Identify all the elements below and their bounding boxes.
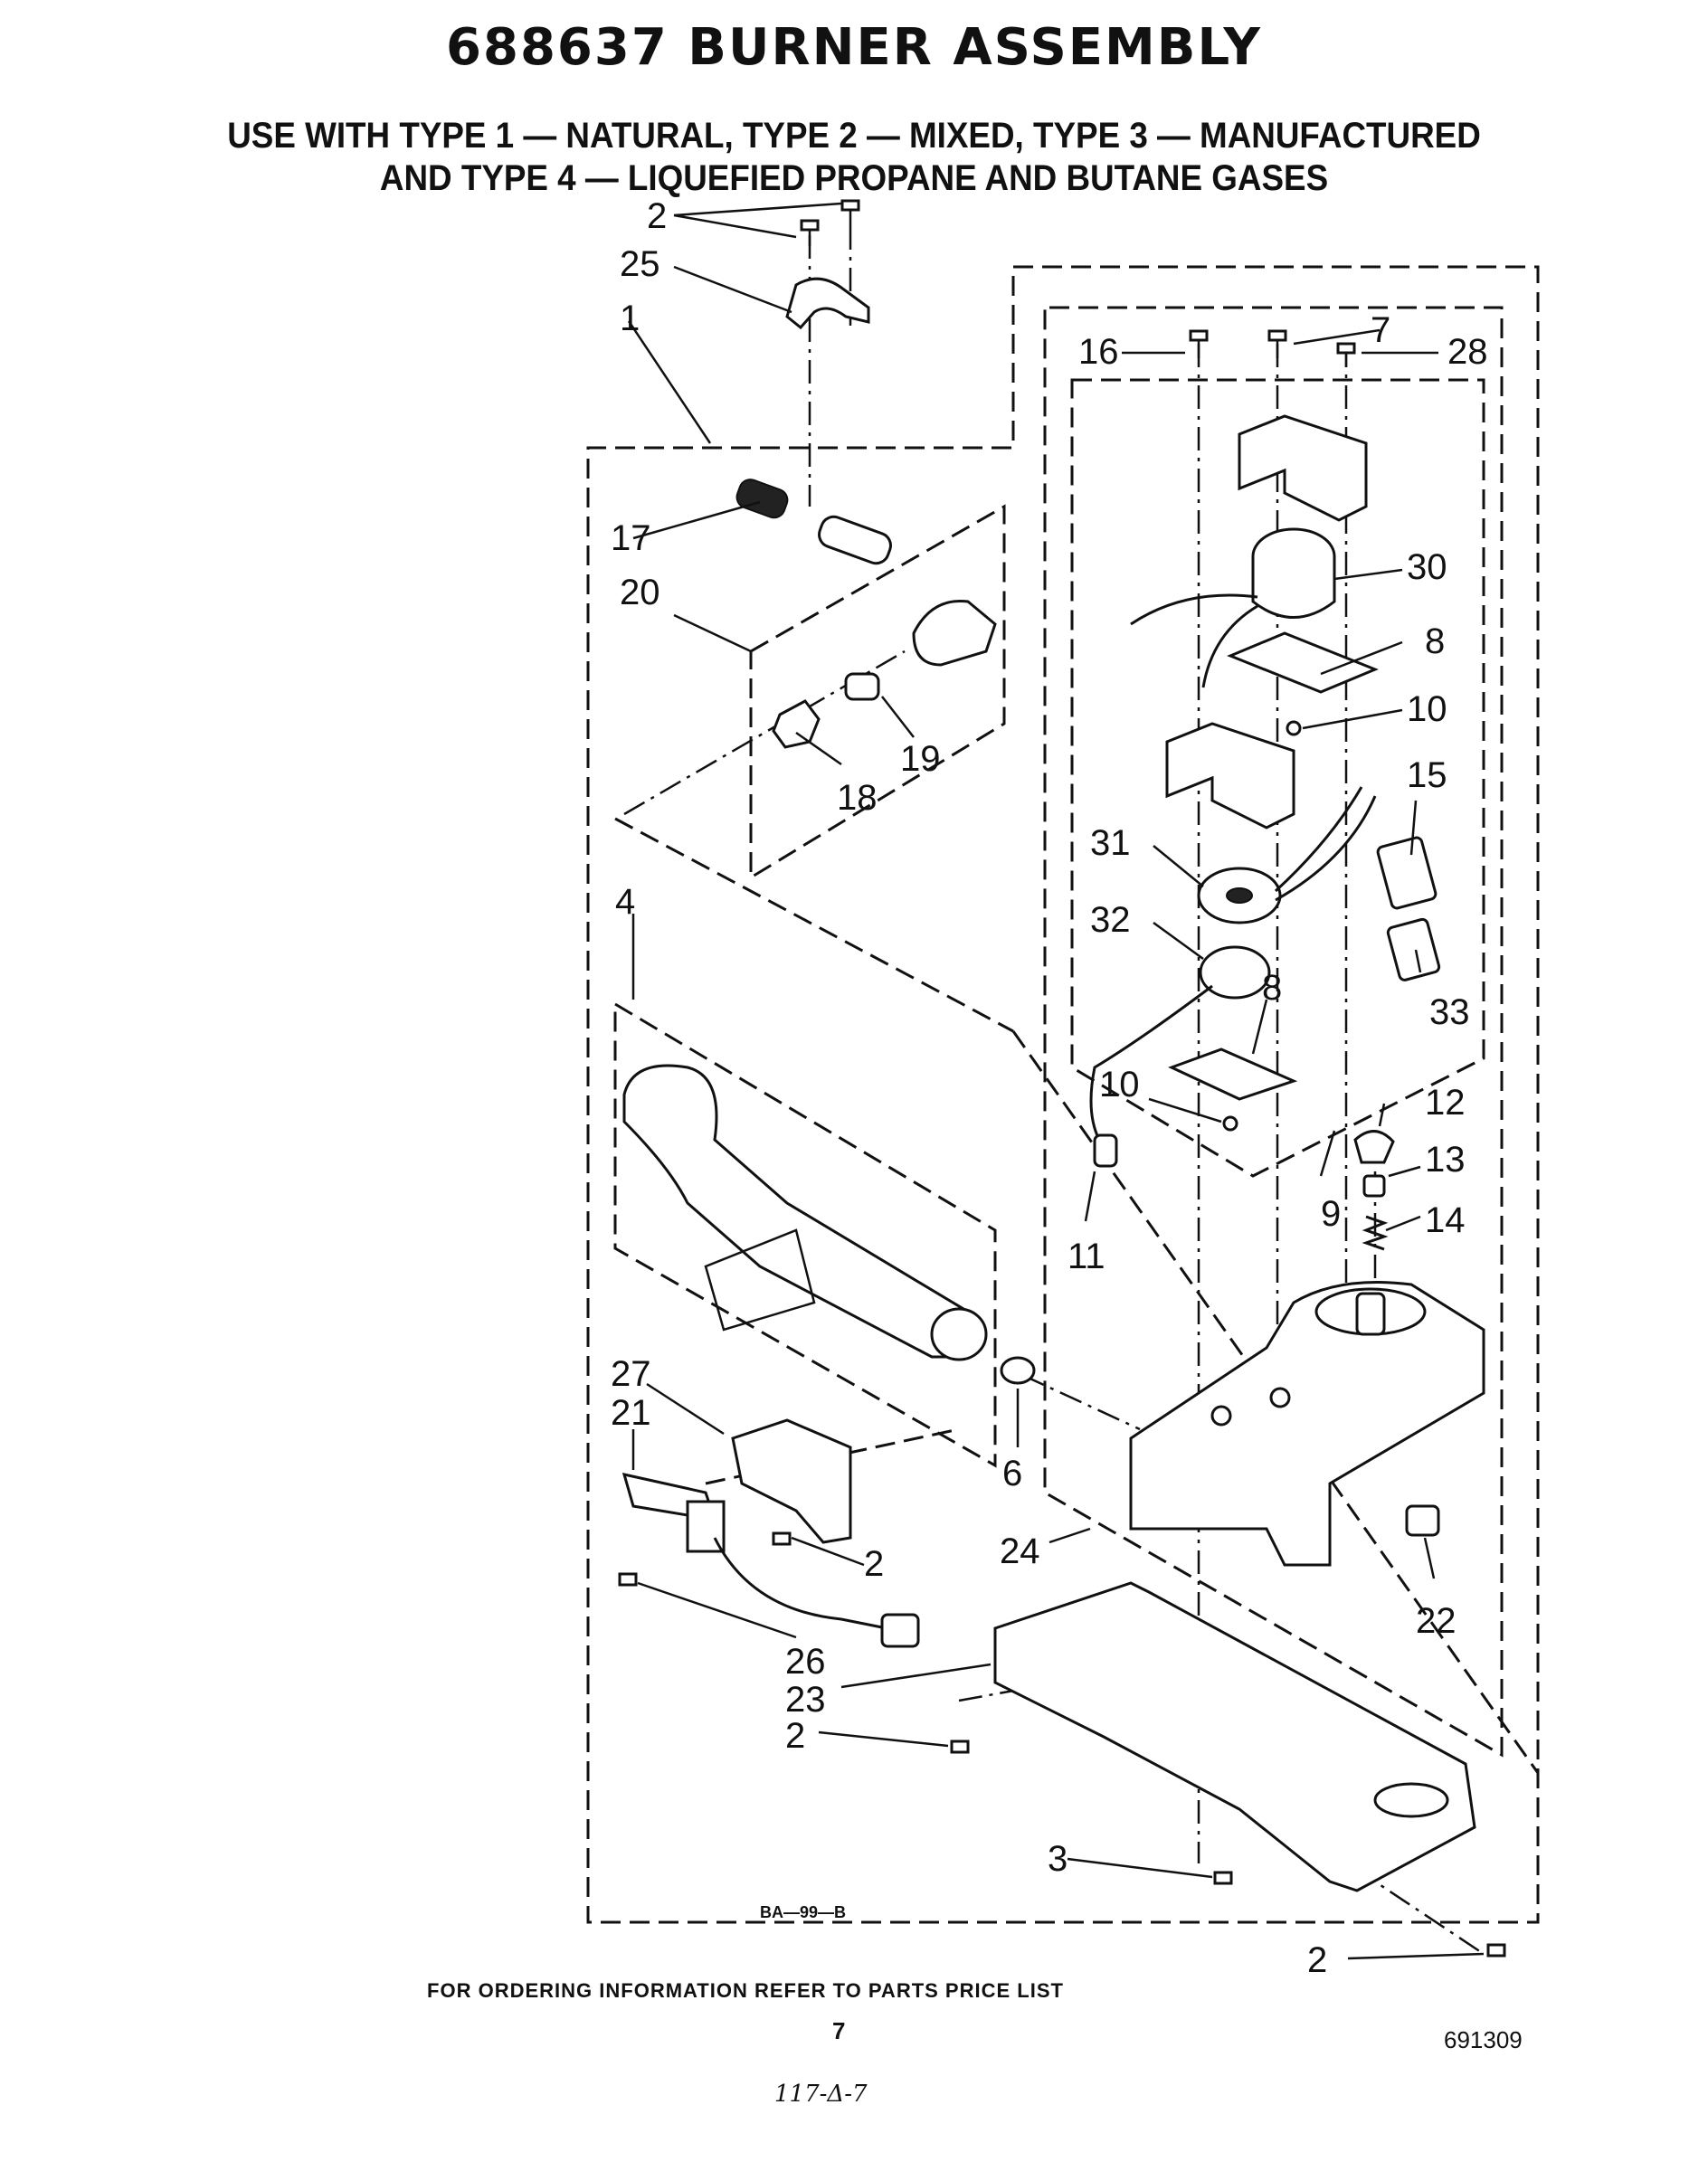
document-number: 691309 (1444, 2026, 1523, 2053)
holding-coil-wire (1089, 984, 1213, 1141)
coil-cover-plate-icon (1227, 631, 1379, 694)
callout-23: 23 (785, 1680, 826, 1720)
callout-26: 26 (785, 1642, 826, 1682)
hex-nut-icon (772, 699, 821, 749)
assembly-outline-edge (614, 817, 1014, 1033)
callout-19: 19 (900, 739, 941, 779)
callout-16: 16 (1078, 332, 1119, 372)
assembly-outline-valve (1043, 306, 1504, 1758)
assembly-outline-burner (613, 1001, 997, 1468)
callout-15: 15 (1407, 755, 1447, 795)
spring-icon (1362, 1215, 1389, 1251)
valve-port-icon-2 (1269, 1387, 1291, 1408)
pipe-nipple-icon (735, 479, 892, 565)
coil-cover-plate-lower-icon (1168, 1048, 1298, 1101)
manual-shutoff-valve-icon (912, 599, 997, 667)
valve-filter-post (1355, 1292, 1386, 1336)
igniter-wire (713, 1537, 887, 1630)
callout-10: 10 (1407, 689, 1447, 729)
orifice-icon (844, 672, 880, 701)
inlet-fitting-icon (1405, 1504, 1440, 1537)
screw-icon (800, 199, 1356, 367)
callout-3: 3 (1048, 1839, 1068, 1879)
callout-9: 9 (1321, 1194, 1341, 1234)
filter-icon (1362, 1174, 1386, 1198)
coil-bracket-icon (1238, 414, 1368, 522)
burner-tube-outlet (930, 1307, 988, 1361)
burner-bracket (704, 1228, 816, 1332)
callout-4: 4 (615, 882, 635, 922)
handwritten-note: 117-Δ-7 (774, 2081, 868, 2108)
pipe-clamp-icon (785, 277, 870, 330)
chain-line-burner (1021, 1373, 1141, 1431)
callout-24: 24 (1000, 1531, 1040, 1571)
callout-2: 2 (647, 196, 667, 236)
holding-coil-icon (1199, 945, 1271, 1000)
callout-7: 7 (1371, 310, 1390, 350)
callout-13: 13 (1425, 1140, 1466, 1180)
mounting-bracket-icon (993, 1581, 1476, 1892)
callout-32: 32 (1090, 900, 1131, 940)
booster-coil-wire (1274, 786, 1377, 902)
valve-port-icon (1210, 1405, 1232, 1427)
bracket-tab (1373, 1782, 1449, 1818)
callout-2-bottom: 2 (1307, 1940, 1327, 1980)
callout-18: 18 (837, 778, 878, 818)
callout-25: 25 (620, 244, 660, 284)
callout-8: 8 (1425, 621, 1445, 661)
callout-2-bracket: 2 (785, 1716, 805, 1756)
igniter-plug-icon (880, 1613, 920, 1648)
page-number: 7 (832, 2017, 846, 2044)
callout-17: 17 (611, 518, 651, 558)
callout-1: 1 (620, 299, 640, 338)
ordering-note: FOR ORDERING INFORMATION REFER TO PARTS … (427, 1979, 1064, 2002)
coil-bracket-lower-icon (1165, 722, 1295, 830)
assembly-outline-main (586, 265, 1540, 1924)
callout-12: 12 (1425, 1083, 1466, 1123)
secondary-coil-body (1251, 556, 1336, 619)
gas-type-subtitle-line2: AND TYPE 4 — LIQUEFIED PROPANE AND BUTAN… (379, 158, 1329, 198)
callout-22: 22 (1416, 1601, 1457, 1641)
figure-code: BA—99—B (760, 1903, 846, 1921)
filter-cap-icon (1353, 1130, 1395, 1164)
callout-30: 30 (1407, 547, 1447, 587)
burner-tube-icon (622, 1064, 983, 1359)
wire-harness-connector-icon (1376, 836, 1438, 910)
gas-valve-body-icon (1129, 1281, 1485, 1567)
callout-2-igniter: 2 (864, 1544, 884, 1584)
page-title: 688637 BURNER ASSEMBLY (446, 18, 1262, 77)
callout-11: 11 (1068, 1237, 1105, 1276)
igniter-bracket-icon (731, 1418, 852, 1544)
callout-14: 14 (1425, 1200, 1466, 1240)
callout-8-lower: 8 (1262, 968, 1282, 1008)
terminal-connector-icon (1093, 1133, 1118, 1168)
main-burner-orifice-icon (1000, 1356, 1036, 1385)
booster-coil-core (1226, 887, 1253, 904)
callout-10-lower: 10 (1099, 1065, 1140, 1104)
washer-lower-icon (1222, 1115, 1238, 1132)
callout-33: 33 (1429, 992, 1470, 1032)
callout-20: 20 (620, 573, 660, 612)
coil-wire (1130, 593, 1258, 688)
leader-lines (627, 202, 1485, 1960)
assembly-outline-coil (1070, 378, 1485, 1178)
callout-6: 6 (1002, 1454, 1022, 1493)
callout-28: 28 (1447, 332, 1488, 372)
washer-icon (1286, 720, 1302, 736)
callout-21: 21 (611, 1393, 651, 1433)
terminal-block-icon (1386, 917, 1441, 981)
callout-31: 31 (1090, 823, 1131, 863)
gas-type-subtitle-line1: USE WITH TYPE 1 — NATURAL, TYPE 2 — MIXE… (227, 116, 1481, 156)
screw-small-icon (618, 1531, 1506, 1958)
assembly-outline-orifice (749, 504, 1006, 880)
callout-27: 27 (611, 1354, 651, 1394)
